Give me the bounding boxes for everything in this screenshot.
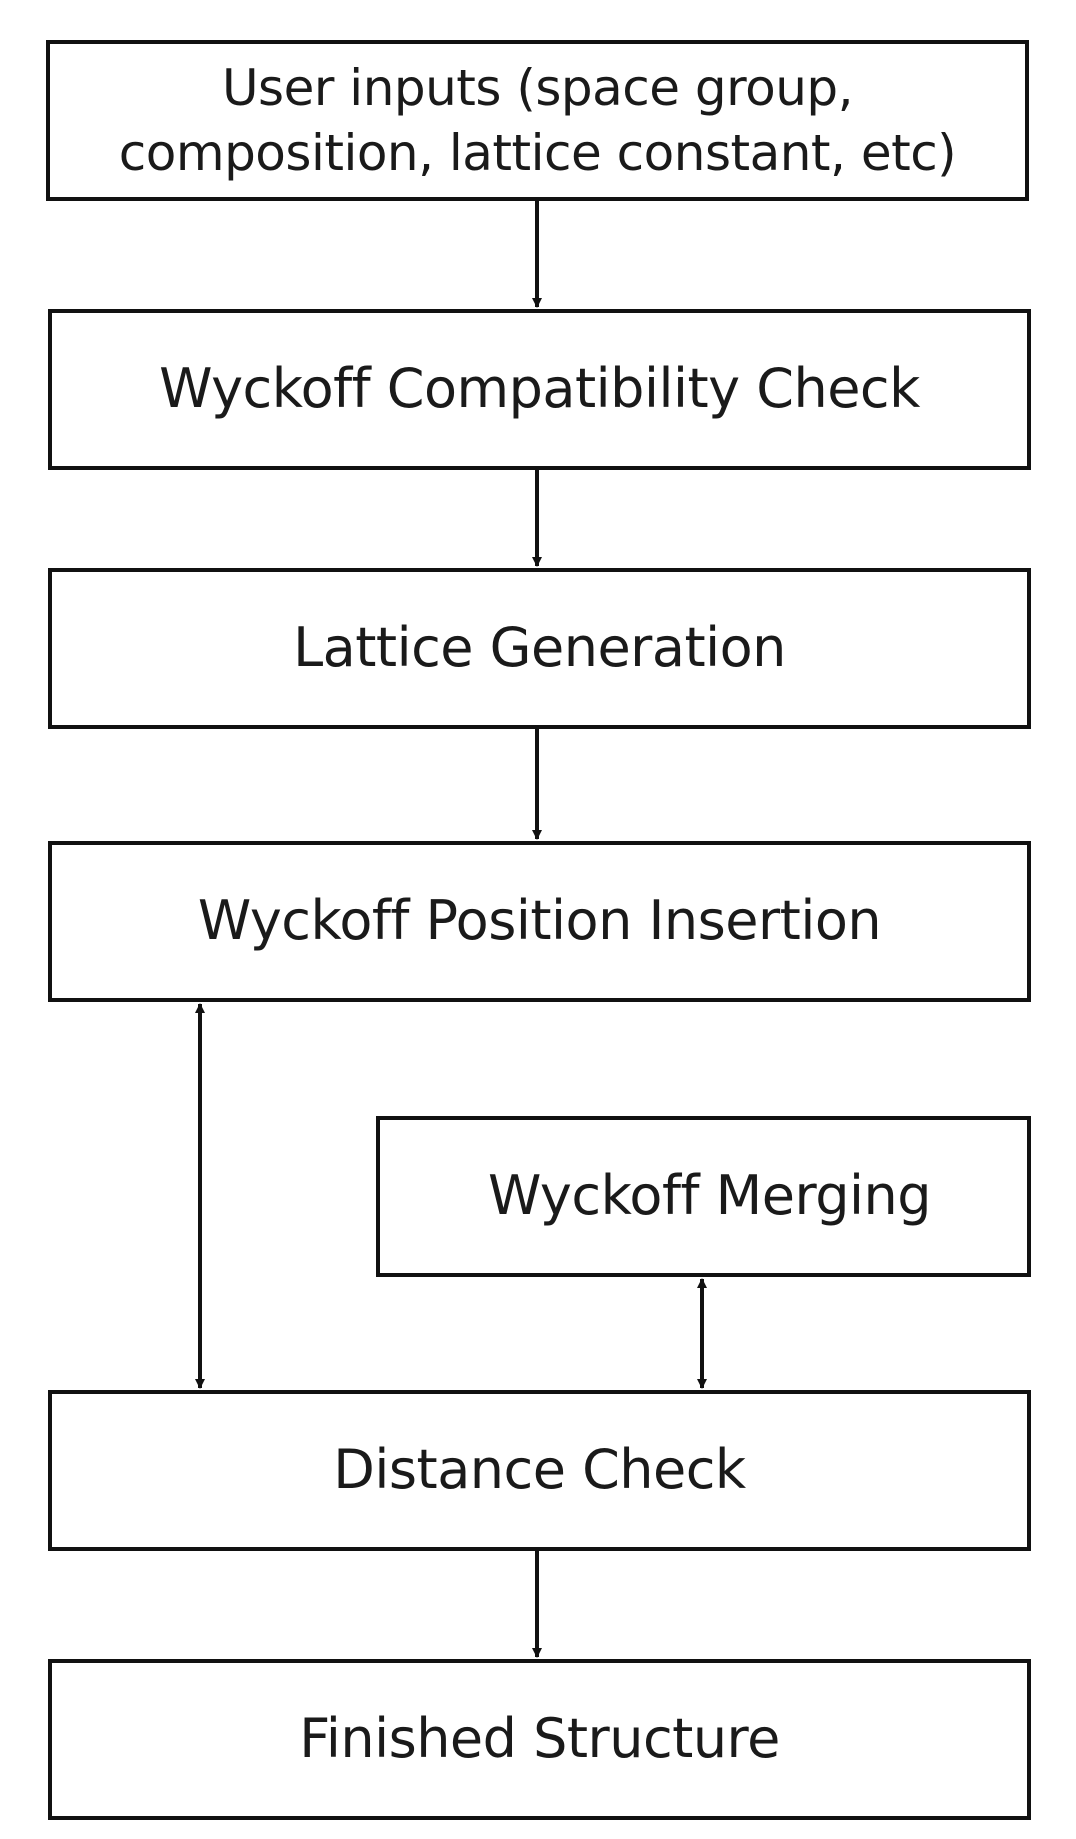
distance-check-box: Distance Check: [48, 1390, 1031, 1551]
wyckoff-position-insertion-label: Wyckoff Position Insertion: [197, 889, 882, 953]
user-inputs-line-2: composition, lattice constant, etc): [118, 123, 957, 182]
wyckoff-compatibility-check-box: Wyckoff Compatibility Check: [48, 309, 1031, 470]
lattice-generation-box: Lattice Generation: [48, 568, 1031, 729]
lattice-generation-label: Lattice Generation: [293, 616, 786, 680]
finished-structure-box: Finished Structure: [48, 1659, 1031, 1820]
wyckoff-compatibility-check-label: Wyckoff Compatibility Check: [159, 357, 920, 421]
wyckoff-merging-label: Wyckoff Merging: [487, 1164, 932, 1228]
finished-structure-label: Finished Structure: [299, 1707, 780, 1771]
wyckoff-position-insertion-box: Wyckoff Position Insertion: [48, 841, 1031, 1002]
user-inputs-line-1: User inputs (space group,: [221, 58, 854, 117]
distance-check-label: Distance Check: [333, 1438, 746, 1502]
user-inputs-box: User inputs (space group, composition, l…: [46, 40, 1029, 201]
wyckoff-merging-box: Wyckoff Merging: [376, 1116, 1031, 1277]
